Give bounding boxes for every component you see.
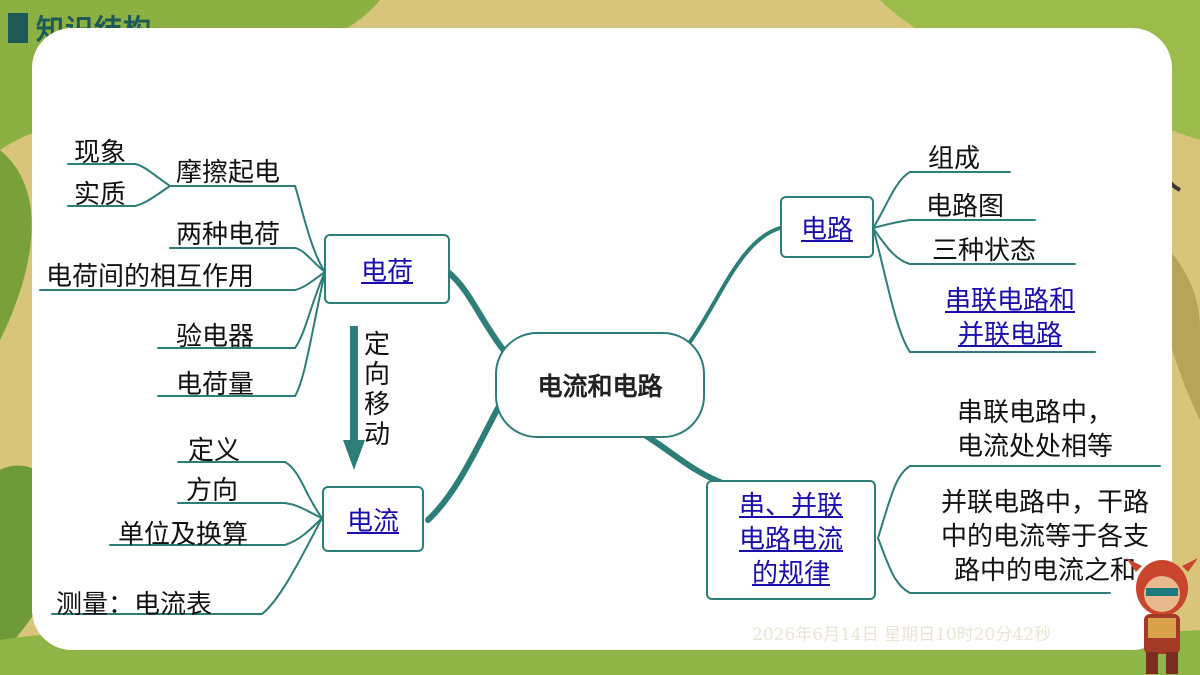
charge-item-two-kinds: 两种电荷 (176, 220, 281, 250)
charge-item-electroscope: 验电器 (176, 322, 255, 352)
current-item-direction: 方向 (186, 476, 239, 506)
charge-item-quantity: 电荷量 (176, 370, 255, 400)
current-item-unit: 单位及换算 (118, 520, 249, 550)
law-link[interactable]: 串、并联 电路电流 的规律 (738, 491, 843, 589)
current-link[interactable]: 电流 (346, 506, 399, 537)
directional-movement-label: 定向移动 (364, 330, 391, 450)
circuit-link[interactable]: 电路 (800, 214, 853, 245)
circuit-node[interactable]: 电路 (780, 196, 874, 258)
center-node: 电流和电路 (495, 332, 705, 438)
circuit-series-parallel-link[interactable]: 串联电路和 并联电路 (944, 286, 1075, 350)
friction-phenomenon: 现象 (74, 138, 127, 168)
charge-node[interactable]: 电荷 (324, 234, 450, 304)
circuit-item-states: 三种状态 (932, 236, 1037, 266)
circuit-item-components: 组成 (928, 144, 981, 174)
timestamp: 2026年6月14日 星期日10时20分42秒 (752, 625, 1052, 645)
friction-essence: 实质 (74, 180, 127, 210)
current-item-definition: 定义 (188, 436, 241, 466)
cartoon-character-image (1126, 558, 1198, 674)
current-node[interactable]: 电流 (322, 486, 424, 552)
charge-link[interactable]: 电荷 (360, 256, 413, 287)
law-parallel-text: 并联电路中，干路 中的电流等于各支 路中的电流之和 (940, 488, 1149, 586)
charge-item-interaction: 电荷间的相互作用 (46, 262, 255, 292)
center-label: 电流和电路 (537, 372, 663, 401)
law-node[interactable]: 串、并联 电路电流 的规律 (706, 480, 876, 600)
circuit-item-diagram: 电路图 (926, 192, 1005, 222)
header-accent-bar (8, 13, 28, 43)
current-item-measure: 测量：电流表 (56, 590, 213, 620)
law-series-text: 串联电路中， 电流处处相等 (956, 398, 1113, 462)
charge-item-friction: 摩擦起电 (176, 158, 281, 188)
